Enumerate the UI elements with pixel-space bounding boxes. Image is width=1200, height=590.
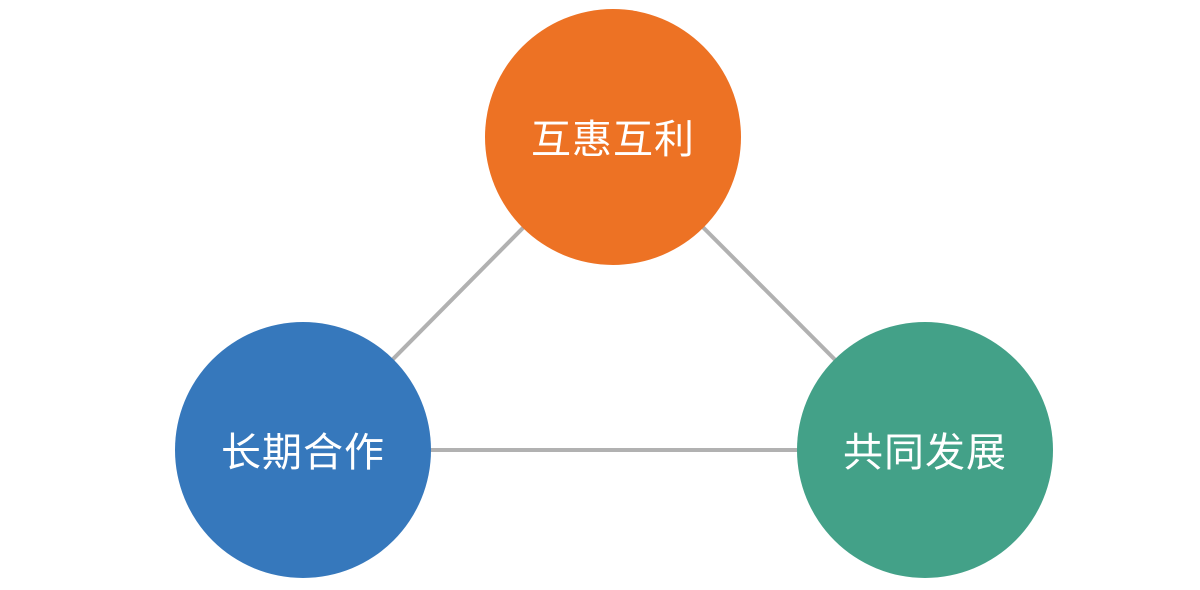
node-common-development: 共同发展 <box>797 322 1053 578</box>
node-common-development-label: 共同发展 <box>843 431 1007 475</box>
node-mutual-benefit-label: 互惠互利 <box>531 118 695 162</box>
node-mutual-benefit: 互惠互利 <box>485 9 741 265</box>
node-long-term-cooperation: 长期合作 <box>175 322 431 578</box>
node-long-term-cooperation-label: 长期合作 <box>221 431 385 475</box>
